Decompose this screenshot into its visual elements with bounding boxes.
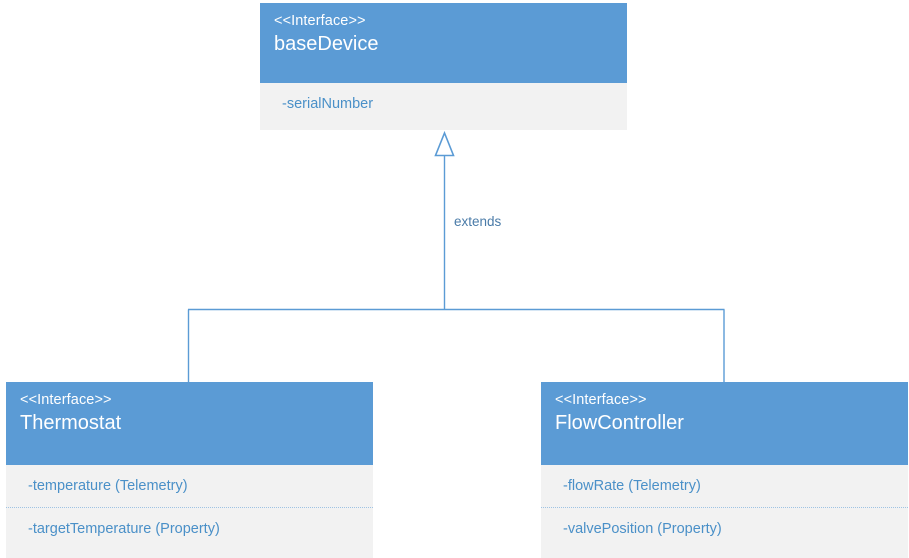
- class-attribute[interactable]: -flowRate (Telemetry): [563, 478, 701, 494]
- class-box-basedevice[interactable]: <<Interface>> baseDevice -serialNumber: [260, 3, 627, 130]
- class-stereotype-basedevice: <<Interface>>: [274, 13, 366, 29]
- class-name-flowcontroller: FlowController: [555, 412, 684, 434]
- class-name-basedevice: baseDevice: [274, 33, 379, 55]
- class-box-flowcontroller[interactable]: <<Interface>> FlowController -flowRate (…: [541, 382, 908, 558]
- generalization-arrowhead-icon: [434, 130, 455, 157]
- class-header-flowcontroller: <<Interface>> FlowController: [541, 382, 908, 465]
- class-attribute[interactable]: -valvePosition (Property): [541, 507, 908, 550]
- class-body-flowcontroller: -flowRate (Telemetry) -valvePosition (Pr…: [541, 465, 908, 550]
- class-name-thermostat: Thermostat: [20, 412, 122, 434]
- class-header-basedevice: <<Interface>> baseDevice: [260, 3, 627, 83]
- class-stereotype-flowcontroller: <<Interface>>: [555, 392, 647, 408]
- class-box-thermostat[interactable]: <<Interface>> Thermostat -temperature (T…: [6, 382, 373, 558]
- class-body-thermostat: -temperature (Telemetry) -targetTemperat…: [6, 465, 373, 550]
- edge-label-extends: extends: [454, 214, 502, 229]
- class-attribute[interactable]: -temperature (Telemetry): [28, 478, 188, 494]
- class-stereotype-thermostat: <<Interface>>: [20, 392, 112, 408]
- class-attribute[interactable]: -serialNumber: [282, 96, 374, 112]
- class-body-basedevice: -serialNumber: [260, 83, 627, 130]
- class-header-thermostat: <<Interface>> Thermostat: [6, 382, 373, 465]
- class-attribute[interactable]: -targetTemperature (Property): [6, 507, 373, 550]
